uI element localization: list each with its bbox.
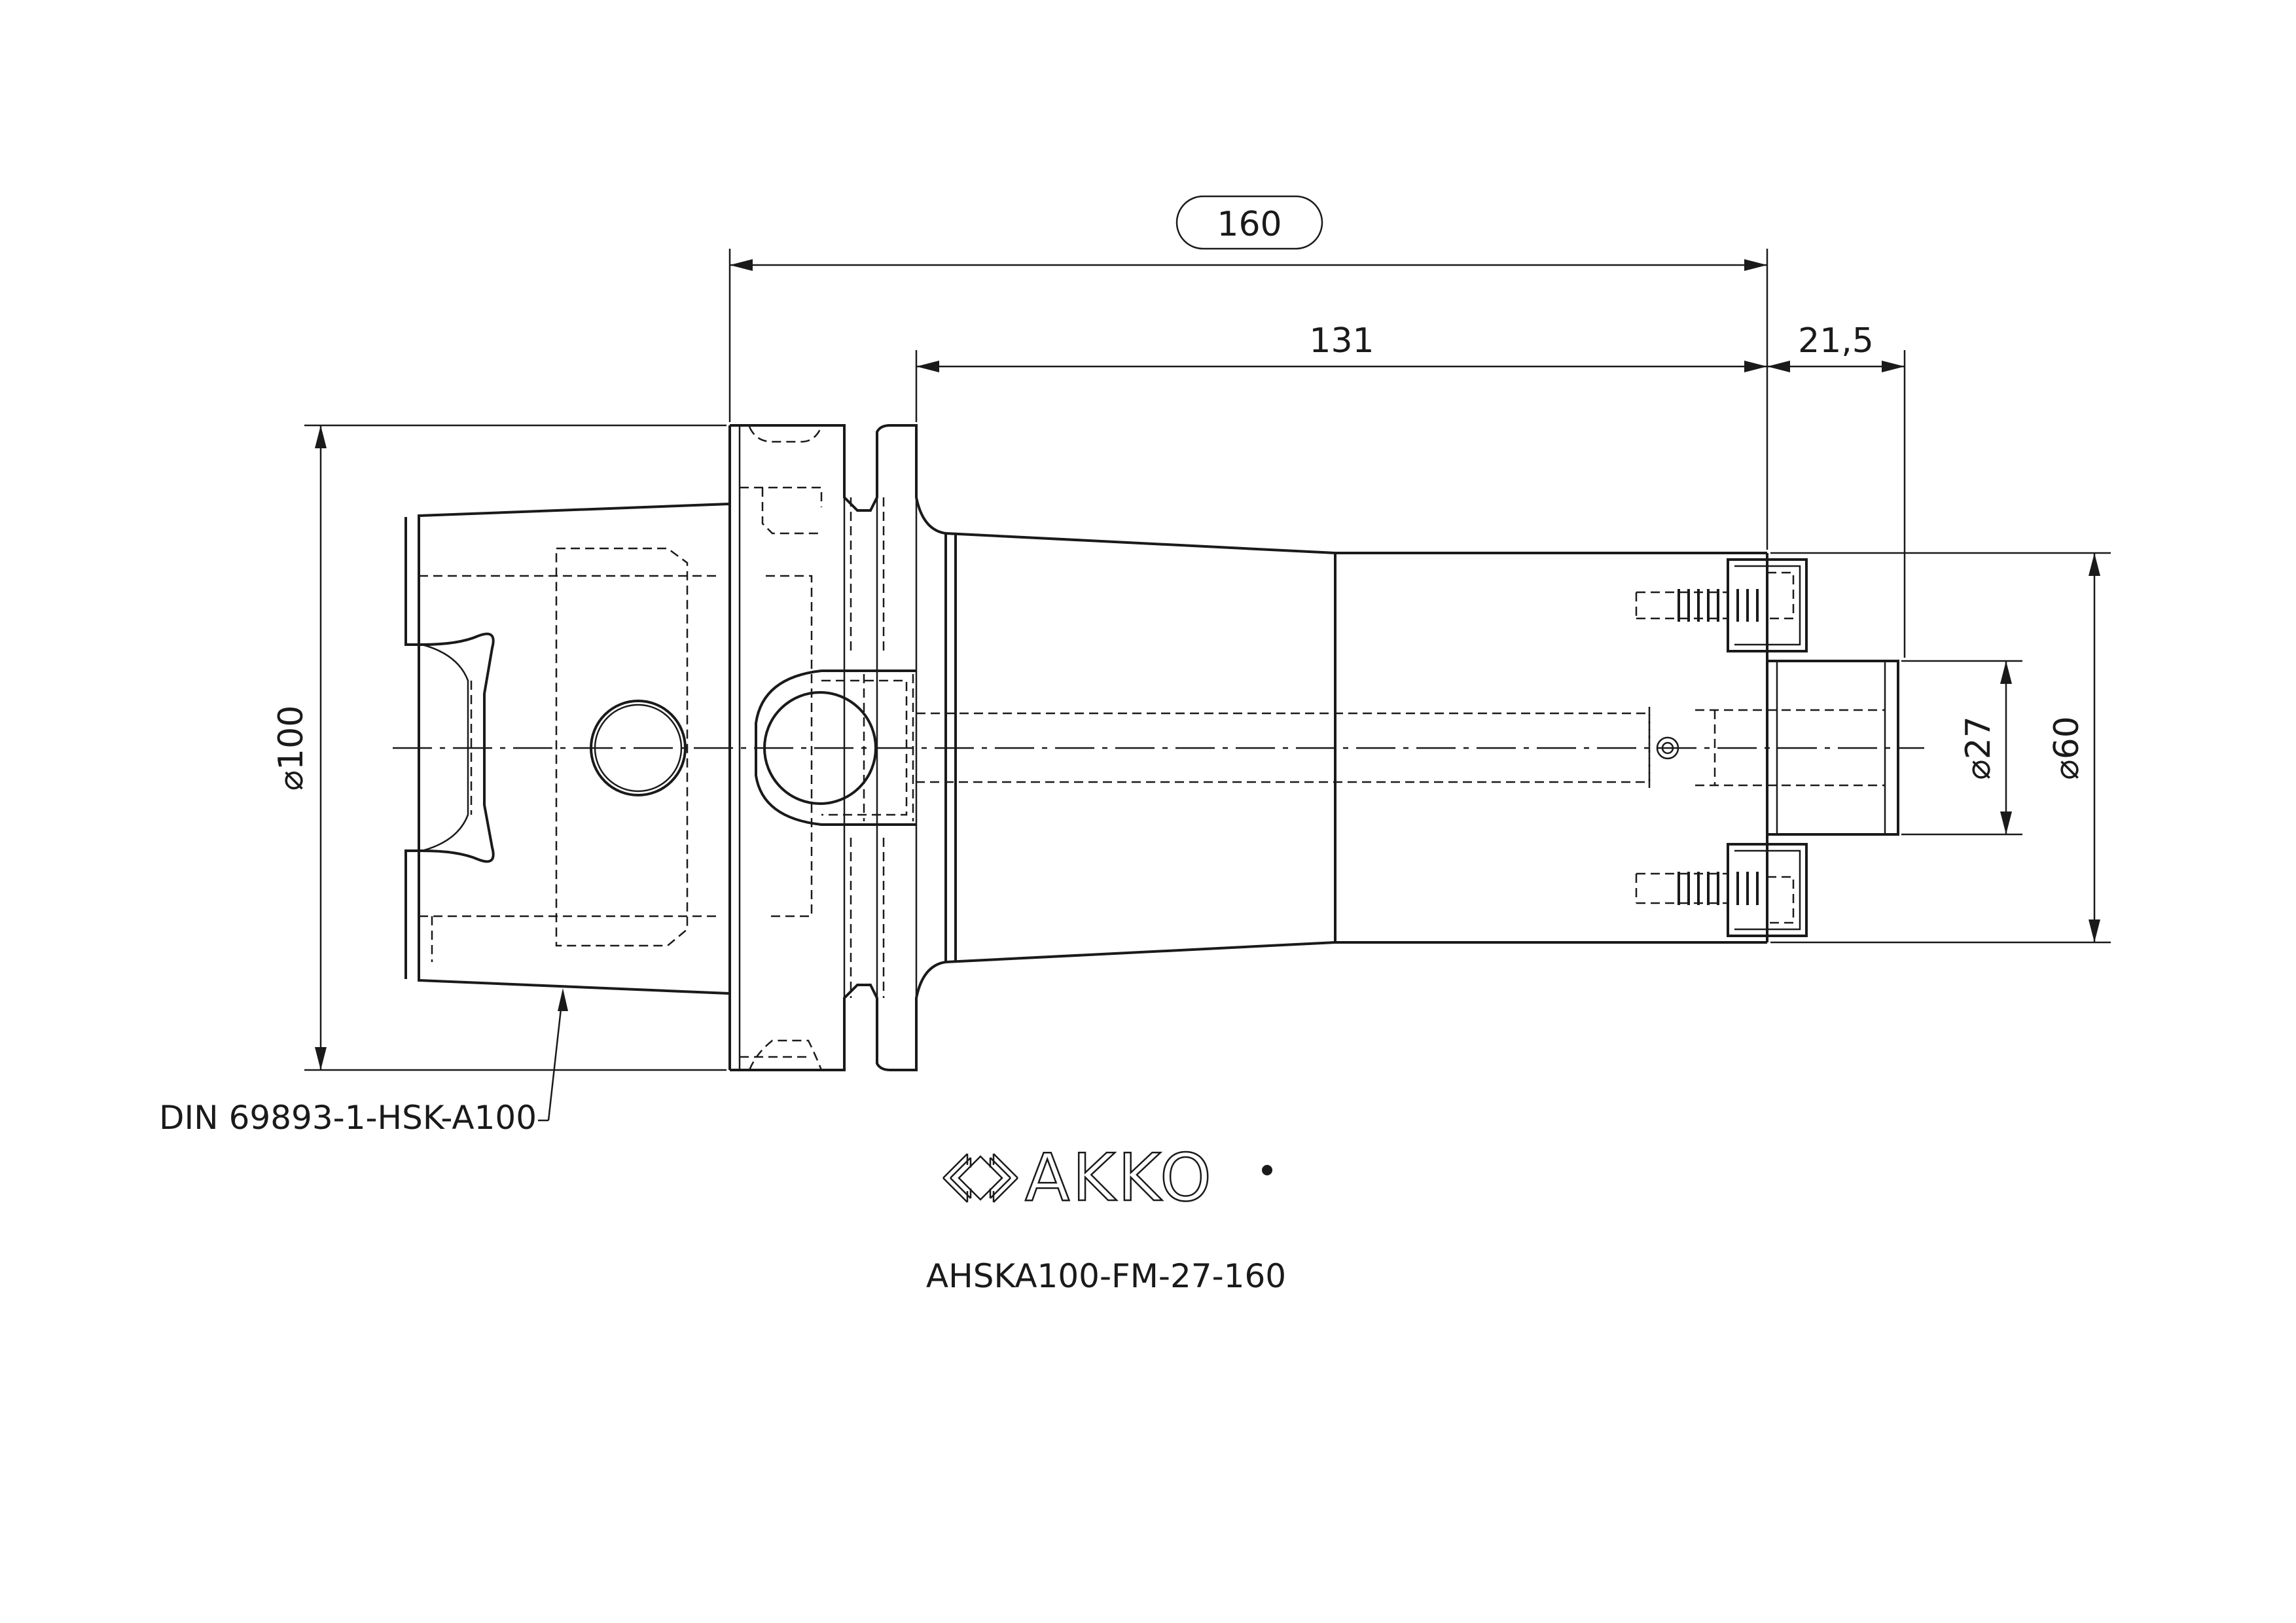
dimension-body-diameter: ⌀60 [1770,552,2111,944]
pilot-diameter-label: ⌀27 [1959,716,1998,779]
tapered-body [916,532,1767,963]
overall-length-label: 160 [1217,205,1282,244]
akko-wordmark: AKKO [1025,1139,1214,1216]
top-screw-thread [1677,589,1759,622]
dimension-shank-length: 131 [915,321,1767,422]
flange [728,424,947,1071]
registered-mark-icon [1262,1165,1272,1175]
pilot-face [1635,553,1899,942]
body-diameter-label: ⌀60 [2047,716,2087,779]
flange-diameter-label: ⌀100 [272,705,311,791]
dimension-flange-diameter: ⌀100 [272,424,726,1071]
dimension-pilot-length: 21,5 [1767,321,1906,658]
akko-emblem-icon [942,1153,1018,1203]
standard-callout: DIN 69893-1-HSK-A100 [159,988,568,1137]
standard-callout-label: DIN 69893-1-HSK-A100 [159,1099,537,1137]
dimension-overall-length: 160 [728,195,1768,550]
akko-logo: AKKO [942,1139,1272,1217]
part-number: AHSKA100-FM-27-160 [926,1257,1286,1295]
bottom-screw-thread [1677,872,1759,905]
shank-length-label: 131 [1309,321,1374,361]
dimension-pilot-diameter: ⌀27 [1901,660,2022,836]
pilot-length-label: 21,5 [1798,321,1874,361]
